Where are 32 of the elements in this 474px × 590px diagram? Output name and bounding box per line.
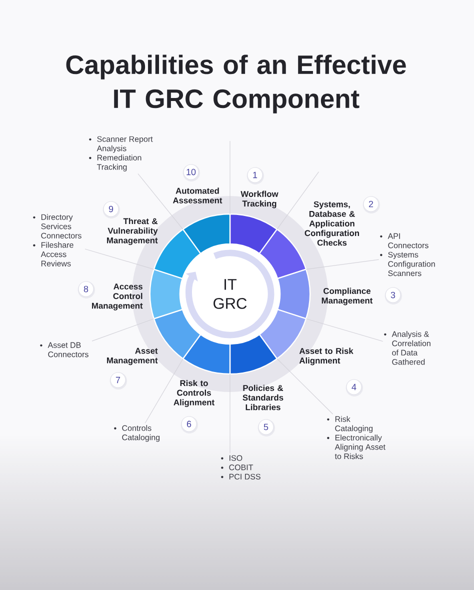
bullet-item: Remediation Tracking	[96, 154, 142, 172]
leader-line	[138, 173, 184, 230]
leader-line	[92, 318, 154, 342]
capability-label: Automated Assessment	[172, 188, 222, 204]
bullet-item: Analysis & Correlation of Data Gathered	[392, 331, 430, 365]
capability-label: Asset to Risk Alignment	[299, 348, 354, 366]
capability-label: Threat & Vulnerability Management	[107, 218, 158, 246]
bullet-item: PCI DSS	[229, 474, 260, 480]
bullet-item: API Connectors	[388, 233, 428, 248]
capability-label: Systems, Database & Application Configuration Checks	[304, 201, 359, 246]
capability-label: Compliance Management	[322, 288, 373, 306]
bullet-item: Controls Cataloging	[122, 425, 160, 442]
bullet-item: Asset DB Connectors	[48, 342, 88, 358]
bullet-item: Directory Services Connectors	[41, 214, 82, 238]
leader-line	[276, 358, 334, 414]
capability-label: Policies & Standards Libraries	[242, 384, 284, 410]
bullet-item: Electronically Aligning Asset to Risks	[334, 434, 386, 460]
bullet-item: COBIT	[229, 464, 254, 470]
title: Capabilities of an Effective IT GRC Component	[66, 54, 406, 114]
capability-label: Access Control Management	[92, 284, 143, 310]
capability-label: Workflow Tracking	[240, 190, 278, 208]
bullet-item: Systems Configuration Scanners	[388, 252, 435, 276]
capability-label: Asset Management	[107, 348, 158, 366]
leader-line	[144, 358, 184, 424]
leader-line	[306, 259, 380, 270]
bullet-item: Scanner Report Analysis	[96, 136, 153, 153]
bullet-item: ISO	[230, 455, 242, 461]
bullet-item: Fileshare Access Reviews	[40, 242, 74, 266]
capability-label: Risk to Controls Alignment	[174, 380, 214, 408]
bullet-item: Risk Cataloging	[335, 416, 373, 433]
leader-line	[84, 248, 154, 270]
leader-line	[306, 318, 384, 342]
